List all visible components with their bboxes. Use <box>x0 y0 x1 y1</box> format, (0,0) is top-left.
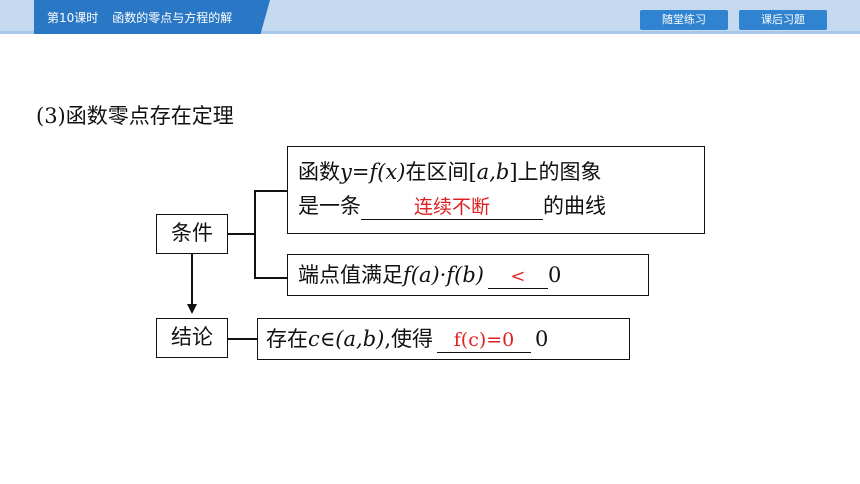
conclusion-label-box: 结论 <box>156 318 228 358</box>
conclusion-connector <box>228 338 258 340</box>
answer-less-than: < <box>487 266 548 289</box>
condition-line-1: 函数y=f(x)在区间[a,b]上的图象 <box>298 160 602 184</box>
bracket-top <box>254 190 287 192</box>
conclusion-label: 结论 <box>171 325 213 349</box>
lesson-title: 函数的零点与方程的解 <box>112 11 233 25</box>
lesson-info: 第10课时函数的零点与方程的解 <box>47 9 232 26</box>
condition-line-2: 是一条连续不断的曲线 <box>298 194 606 220</box>
condition-label-box: 条件 <box>156 214 228 254</box>
lesson-tab <box>34 0 270 34</box>
down-arrow-head <box>187 304 197 314</box>
bracket-bottom <box>254 277 287 279</box>
condition-connector <box>228 233 255 235</box>
answer-fc-zero: f(c)=0 <box>437 329 532 353</box>
down-arrow-shaft <box>191 254 193 306</box>
classroom-practice-button[interactable]: 随堂练习 <box>640 10 728 30</box>
condition-box-continuous: 函数y=f(x)在区间[a,b]上的图象 是一条连续不断的曲线 <box>287 146 705 234</box>
bracket-vertical <box>254 190 256 278</box>
condition-label: 条件 <box>171 221 213 245</box>
condition-box-endpoints: 端点值满足f(a)·f(b)<0 <box>287 254 649 296</box>
answer-continuous: 连续不断 <box>361 196 543 220</box>
top-bar-stripe <box>0 31 860 34</box>
section-heading: (3)函数零点存在定理 <box>36 104 234 128</box>
lesson-number: 第10课时 <box>47 11 99 25</box>
homework-button[interactable]: 课后习题 <box>739 10 827 30</box>
